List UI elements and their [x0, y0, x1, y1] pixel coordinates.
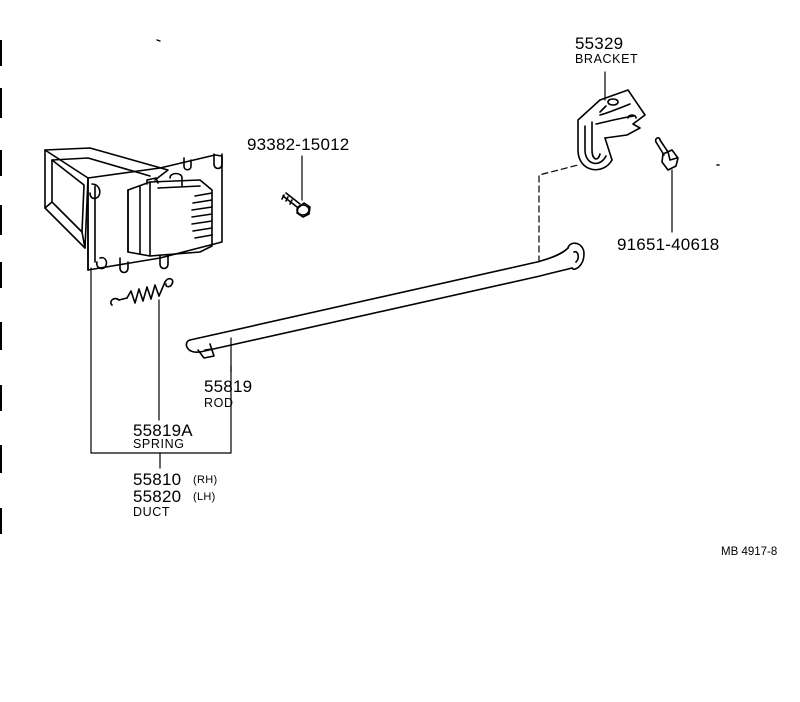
- duct-lh-suffix: (LH): [193, 491, 216, 503]
- spring-part-number: 55819A: [133, 421, 193, 440]
- scan-edge-mark: [0, 150, 2, 176]
- bracket-illustration: [577, 89, 646, 171]
- spring-part-name: SPRING: [133, 437, 185, 451]
- bracket-part-number: 55329: [575, 34, 624, 53]
- duct-part-name: DUCT: [133, 505, 171, 519]
- screw-illustration: [654, 137, 679, 171]
- scan-edge-mark: [0, 88, 2, 118]
- scan-edge-mark: [0, 40, 2, 66]
- scan-edge-mark: [0, 445, 2, 473]
- scan-edge-mark: [0, 322, 2, 350]
- duct-lh-part-number: 55820: [133, 487, 182, 506]
- duct-rh-part-number: 55810: [133, 470, 182, 489]
- scan-specks: [156, 39, 720, 166]
- scan-edge-mark: [0, 508, 2, 534]
- rod-illustration: [185, 242, 585, 359]
- figure-code: MB 4917-8: [721, 546, 778, 558]
- scan-edge-mark: [0, 205, 2, 235]
- duct-illustration: [44, 147, 223, 274]
- bracket-part-name: BRACKET: [575, 52, 639, 66]
- screw-part-number: 91651-40618: [617, 235, 720, 254]
- rod-part-name: ROD: [204, 396, 234, 410]
- scan-edge-mark: [0, 262, 2, 288]
- duct-rh-suffix: (RH): [193, 474, 218, 486]
- bolt-illustration: [281, 192, 311, 218]
- rod-part-number: 55819: [204, 377, 253, 396]
- scan-edge-mark: [0, 385, 2, 411]
- spring-illustration: [110, 277, 174, 306]
- leader-lines: [90, 71, 673, 469]
- bolt-part-number: 93382-15012: [247, 135, 350, 154]
